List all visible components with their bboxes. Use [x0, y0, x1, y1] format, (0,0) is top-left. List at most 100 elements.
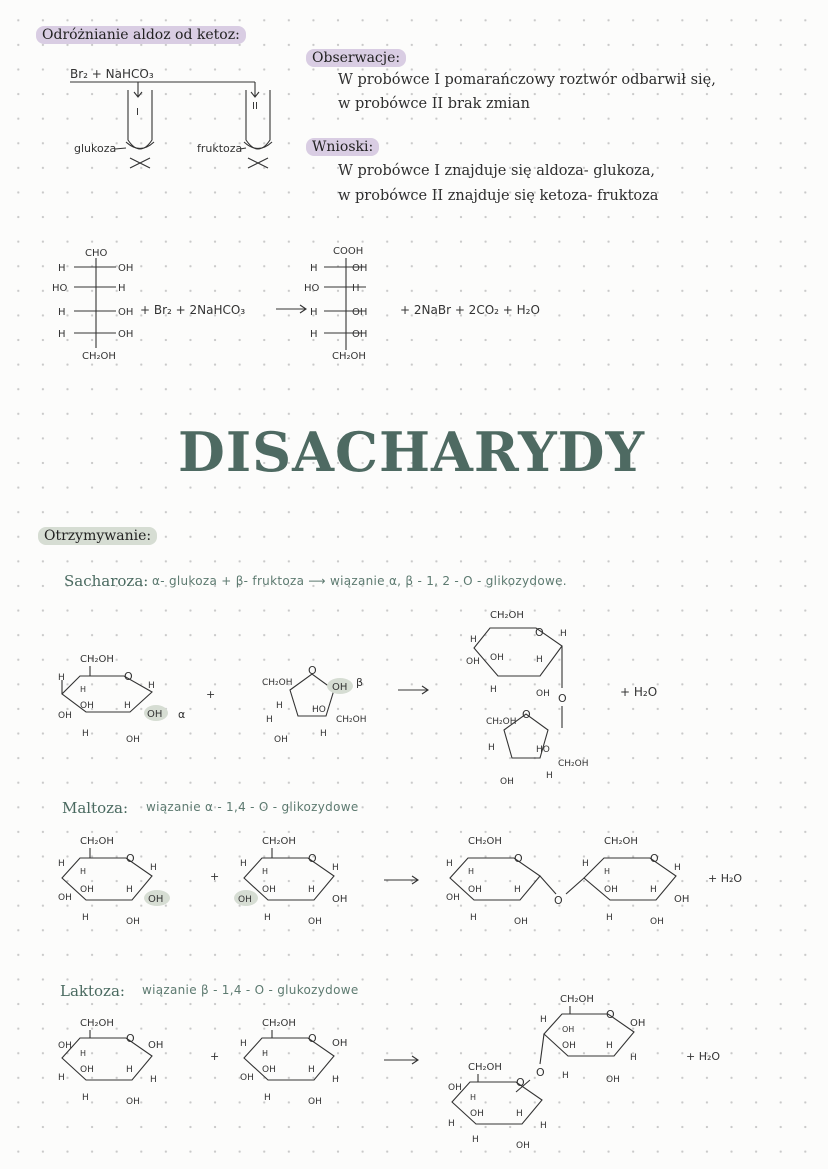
maltoza-glucose-1: CH₂OH O H OH H OH H H OH H OH — [58, 836, 170, 927]
conclusions-line-1: W probówce I znajduje się aldoza- glukoz… — [338, 163, 655, 179]
svg-text:H: H — [82, 729, 89, 739]
svg-text:CH₂OH: CH₂OH — [336, 715, 367, 725]
beta-galactose-ring: CH₂OH O OH H H OH H H OH OH H — [58, 1018, 163, 1107]
svg-text:H: H — [308, 1065, 315, 1075]
svg-text:H: H — [352, 283, 360, 294]
svg-text:H: H — [266, 715, 273, 725]
svg-text:OH: OH — [58, 893, 72, 903]
svg-text:H: H — [148, 681, 155, 691]
svg-text:CH₂OH: CH₂OH — [490, 610, 524, 621]
svg-text:OH: OH — [274, 735, 288, 745]
svg-text:O: O — [308, 852, 317, 865]
svg-text:H: H — [488, 743, 495, 753]
svg-text:+ H₂O: + H₂O — [686, 1050, 720, 1063]
svg-text:H: H — [240, 859, 247, 869]
svg-text:OH: OH — [80, 885, 94, 895]
svg-text:OH: OH — [118, 307, 133, 318]
maltoza-structures: CH₂OH O H OH H OH H H OH H OH + CH₂OH O … — [58, 836, 742, 927]
svg-text:CH₂OH: CH₂OH — [604, 836, 638, 847]
svg-text:H: H — [82, 913, 89, 923]
svg-text:OH: OH — [490, 653, 504, 663]
svg-text:H: H — [540, 1015, 547, 1025]
svg-text:OH: OH — [126, 735, 140, 745]
svg-text:H: H — [276, 701, 283, 711]
svg-text:H: H — [490, 685, 497, 695]
fruktoza-label: fruktoza — [197, 142, 242, 155]
gluconic-acid-fischer: COOH H OH HO H H OH H OH CH₂OH — [304, 246, 367, 362]
svg-text:O: O — [308, 664, 317, 677]
svg-text:OH: OH — [118, 329, 133, 340]
cooh-label: COOH — [333, 246, 363, 257]
svg-text:O: O — [514, 852, 523, 865]
svg-text:+ H₂O: + H₂O — [620, 685, 657, 699]
products-text: + 2NaBr + 2CO₂ + H₂O — [400, 303, 540, 317]
svg-text:OH: OH — [352, 329, 367, 340]
svg-text:O: O — [516, 1076, 525, 1089]
svg-text:CH₂OH: CH₂OH — [80, 654, 114, 665]
svg-text:O: O — [558, 692, 567, 705]
svg-text:HO: HO — [52, 283, 68, 294]
svg-text:CH₂OH: CH₂OH — [558, 759, 589, 769]
svg-text:OH: OH — [650, 917, 664, 927]
svg-text:+: + — [210, 1050, 219, 1063]
svg-text:O: O — [522, 708, 531, 721]
svg-text:H: H — [604, 867, 610, 876]
svg-text:OH: OH — [148, 894, 163, 905]
fischer-reaction: CHO H OH HO H H OH H OH CH₂OH + Br₂ + 2N… — [52, 246, 540, 362]
svg-text:OH: OH — [516, 1141, 530, 1151]
svg-text:β: β — [356, 676, 363, 689]
section-title-aldozy: Odróżnianie aldoz od ketoz: — [36, 26, 246, 44]
svg-text:OH: OH — [118, 263, 133, 274]
maltoza-equation: wiązanie α - 1,4 - O - glikozydowe — [146, 800, 359, 814]
svg-text:H: H — [58, 307, 66, 318]
svg-text:H: H — [126, 885, 133, 895]
maltoza-label: Maltoza: — [62, 799, 129, 817]
svg-text:OH: OH — [308, 1097, 322, 1107]
main-title: DISACHARYDY — [178, 420, 646, 484]
svg-text:CH₂OH: CH₂OH — [468, 836, 502, 847]
glukoza-label: glukoza — [74, 142, 116, 155]
svg-text:O: O — [124, 670, 133, 683]
svg-text:OH: OH — [126, 1097, 140, 1107]
test-tubes-sketch: Br₂ + NaHCO₃ I II glukoza fruktoza — [70, 67, 273, 169]
svg-text:H: H — [264, 1093, 271, 1103]
svg-text:CH₂OH: CH₂OH — [486, 717, 517, 727]
svg-text:H: H — [310, 329, 318, 340]
svg-text:OH: OH — [468, 885, 482, 895]
svg-text:H: H — [82, 1093, 89, 1103]
sacharoza-equation: α- glukoza + β- fruktoza ⟶ wiązanie α, β… — [152, 574, 567, 588]
sacharoza-label: Sacharoza: — [64, 572, 149, 590]
svg-text:H: H — [470, 1093, 476, 1102]
svg-text:OH: OH — [262, 1065, 276, 1075]
svg-text:H: H — [262, 1049, 268, 1058]
observations-line-1: W probówce I pomarańczowy roztwór odbarw… — [338, 72, 716, 88]
svg-text:H: H — [446, 859, 453, 869]
svg-text:H: H — [674, 863, 681, 873]
svg-text:OH: OH — [446, 893, 460, 903]
svg-text:H: H — [606, 1041, 613, 1051]
svg-text:OH: OH — [240, 1073, 254, 1083]
beta-fructose-ring: CH₂OH O OH β H H HO CH₂OH OH H — [262, 664, 367, 745]
svg-text:H: H — [536, 655, 543, 665]
svg-text:OH: OH — [58, 711, 72, 721]
svg-text:O: O — [535, 626, 544, 639]
sacharoza-structures: CH₂OH O H OH H OH H H OH H OH α + CH₂OH … — [58, 610, 657, 787]
reagents-text: + Br₂ + 2NaHCO₃ — [140, 303, 245, 317]
svg-text:H: H — [80, 685, 86, 694]
svg-text:H: H — [80, 867, 86, 876]
svg-text:OH: OH — [448, 1083, 462, 1093]
svg-text:H: H — [262, 867, 268, 876]
svg-text:CH₂OH: CH₂OH — [262, 678, 293, 688]
svg-text:OH: OH — [147, 709, 162, 720]
svg-text:H: H — [630, 1053, 637, 1063]
svg-text:OH: OH — [58, 1041, 72, 1051]
svg-text:H: H — [470, 635, 477, 645]
maltoza-glucose-2: CH₂OH O H OH H OH H H OH H OH — [234, 836, 347, 927]
svg-text:H: H — [58, 263, 66, 274]
svg-text:+ H₂O: + H₂O — [708, 872, 742, 885]
svg-text:OH: OH — [332, 682, 347, 693]
svg-text:H: H — [582, 859, 589, 869]
svg-text:O: O — [536, 1066, 545, 1079]
svg-text:OH: OH — [262, 885, 276, 895]
svg-text:OH: OH — [630, 1018, 645, 1029]
